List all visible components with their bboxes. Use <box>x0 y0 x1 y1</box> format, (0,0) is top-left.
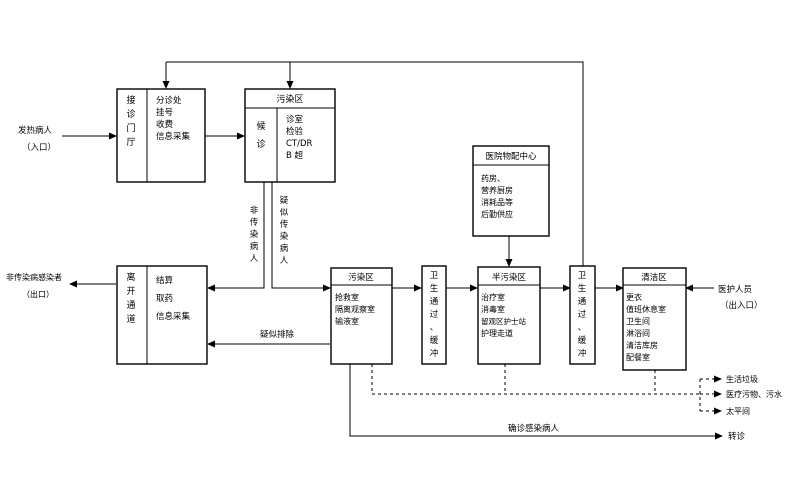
waiting-char-1: 候 <box>256 120 265 132</box>
clinic-item-1: 诊室 <box>286 114 304 125</box>
buffer-right-char-6: 缓 <box>578 335 587 346</box>
transfer-label: 转诊 <box>728 431 746 442</box>
clean-item-2: 值班休息室 <box>626 304 666 314</box>
buffer-left-char-6: 缓 <box>430 335 439 346</box>
supply-item-2: 营养厨房 <box>481 185 513 195</box>
non-infectious-char-5: 人 <box>250 254 259 264</box>
contaminated-top-title: 污染区 <box>276 93 303 105</box>
clean-item-4: 淋浴间 <box>626 328 650 338</box>
semi-item-3: 留观区护士站 <box>481 316 526 326</box>
reception-item-1: 分诊处 <box>156 95 182 106</box>
suspected-arrow <box>271 182 331 292</box>
suspected-char-5: 病 <box>280 243 289 254</box>
buffer-left-char-4: 过 <box>430 309 439 320</box>
suspected-char-1: 疑 <box>280 195 289 206</box>
waste-output-3: 太平间 <box>726 406 750 416</box>
waste-output-1: 生活垃圾 <box>726 374 758 384</box>
buffer-left-char-2: 生 <box>430 283 439 294</box>
waste-output-2: 医疗污物、污水 <box>726 389 782 399</box>
flow-labels: 非 传 染 病 人 疑 似 传 染 病 人 疑似排除 确诊感染病人 转诊 <box>250 195 746 442</box>
non-infectious-char-1: 非 <box>250 205 259 216</box>
buffer-right-char-3: 通 <box>578 296 587 307</box>
semi-item-1: 治疗室 <box>481 292 505 302</box>
suspected-char-4: 染 <box>280 231 289 242</box>
buffer-left-char-1: 卫 <box>430 271 439 281</box>
buffer-left-char-7: 冲 <box>430 348 439 359</box>
clean-item-1: 更衣 <box>626 292 642 302</box>
buffer-left-box: 卫 生 通 过 、 缓 冲 <box>421 265 447 365</box>
clinic-item-4: B 超 <box>286 150 304 161</box>
exit-char-2: 开 <box>126 286 135 297</box>
reception-item-3: 收费 <box>156 119 174 130</box>
exit-char-1: 离 <box>126 271 135 283</box>
non-infectious-arrow <box>207 182 265 292</box>
semi-item-4: 护理走道 <box>481 328 513 338</box>
clean-item-5: 清洁库房 <box>626 340 658 350</box>
buffer-left-char-5: 、 <box>430 323 439 333</box>
exit-item-2: 取药 <box>156 293 173 304</box>
buffer-right-char-7: 冲 <box>578 348 587 359</box>
reception-char-1: 接 <box>126 94 135 106</box>
mid-item-1: 抢救室 <box>335 292 359 302</box>
exit-item-3: 信息采集 <box>156 311 191 322</box>
buffer-right-char-5: 、 <box>578 323 587 333</box>
suspected-char-2: 似 <box>280 208 289 218</box>
clean-zone-title: 清洁区 <box>641 272 667 283</box>
reception-hall-box: 接 诊 门 厅 分诊处 挂号 收费 信息采集 <box>116 88 206 183</box>
clinic-item-3: CT/DR <box>286 139 313 149</box>
exit-char-3: 通 <box>126 300 135 311</box>
non-infectious-char-3: 染 <box>250 229 259 240</box>
noninfect-exit-paren-label: （出口） <box>22 289 54 299</box>
medical-staff-entry-label: （出入口） <box>720 300 763 311</box>
clinic-item-2: 检验 <box>286 126 304 137</box>
clean-item-3: 卫生间 <box>626 316 650 326</box>
reception-char-2: 诊 <box>126 108 135 120</box>
confirmed-patients-label: 确诊感染病人 <box>508 423 560 434</box>
fever-patient-entry-label: （入口） <box>22 142 56 153</box>
buffer-right-box: 卫 生 通 过 、 缓 冲 <box>569 265 596 365</box>
mid-item-2: 隔离观察室 <box>335 304 375 314</box>
suspected-char-6: 人 <box>280 256 289 266</box>
supply-center-box: 医院物配中心 药房、 营养厨房 消耗品等 后勤供应 <box>472 145 550 237</box>
buffer-right-char-1: 卫 <box>578 271 587 281</box>
clean-item-6: 配餐室 <box>626 352 650 362</box>
reception-char-3: 门 <box>126 122 135 134</box>
supply-center-title: 医院物配中心 <box>485 151 537 162</box>
clean-zone-box: 清洁区 更衣 值班休息室 卫生间 淋浴间 清洁库房 配餐室 <box>622 267 687 371</box>
connectors <box>62 61 723 440</box>
non-infectious-char-4: 病 <box>250 241 259 252</box>
contaminated-zone-top-box: 污染区 候 诊 诊室 检验 CT/DR B 超 <box>244 88 336 183</box>
suspected-char-3: 传 <box>280 219 289 230</box>
exit-char-4: 道 <box>126 313 135 325</box>
external-labels: 发热病人 （入口） 非传染病感染者 （出口） 医护人员 （出入口） <box>6 125 763 311</box>
supply-item-4: 后勤供应 <box>481 209 513 219</box>
buffer-left-char-3: 通 <box>430 296 439 307</box>
semi-contaminated-title: 半污染区 <box>492 272 527 283</box>
reception-char-4: 厅 <box>126 137 135 148</box>
exit-item-1: 结算 <box>156 275 174 286</box>
suspect-ruled-out-label: 疑似排除 <box>260 329 295 340</box>
non-infectious-char-2: 传 <box>250 217 259 228</box>
supply-item-3: 消耗品等 <box>481 197 513 207</box>
exit-passage-box: 离 开 通 道 结算 取药 信息采集 <box>116 265 208 365</box>
buffer-right-char-2: 生 <box>578 283 587 294</box>
reception-item-2: 挂号 <box>156 107 173 118</box>
noninfect-exit-label: 非传染病感染者 <box>6 272 62 282</box>
waste-outputs: 生活垃圾 医疗污物、污水 太平间 <box>726 374 782 416</box>
supply-item-1: 药房、 <box>481 173 505 183</box>
mid-item-3: 输液室 <box>335 316 359 326</box>
staff-return-loop-line <box>166 61 584 267</box>
contaminated-zone-mid-box: 污染区 抢救室 隔离观察室 输液室 <box>330 267 393 365</box>
waiting-char-2: 诊 <box>256 138 265 150</box>
fever-patient-label: 发热病人 <box>18 125 53 136</box>
semi-item-2: 消毒室 <box>481 304 505 314</box>
reception-item-4: 信息采集 <box>156 131 191 142</box>
confirmed-transfer-arrow <box>349 364 723 440</box>
semi-contaminated-zone-box: 半污染区 治疗室 消毒室 留观区护士站 护理走道 <box>477 266 541 365</box>
medical-staff-label: 医护人员 <box>718 284 752 295</box>
contaminated-mid-title: 污染区 <box>348 272 374 283</box>
buffer-right-char-4: 过 <box>578 309 587 320</box>
